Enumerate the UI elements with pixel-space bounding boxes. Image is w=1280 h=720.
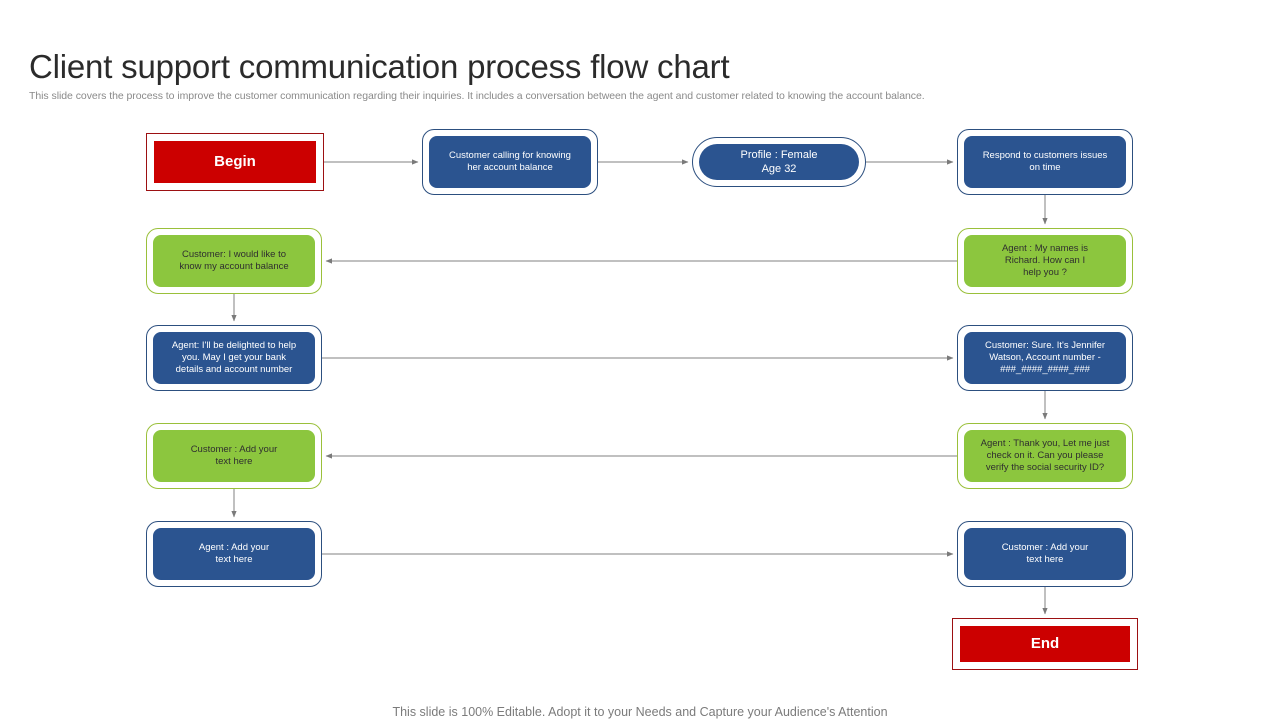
flow-node-begin[interactable]: Begin: [146, 133, 324, 191]
flow-node-agent-ask-details[interactable]: Agent: I'll be delighted to help you. Ma…: [146, 325, 322, 391]
flow-node-body-agent-intro: Agent : My names is Richard. How can I h…: [964, 235, 1126, 287]
flow-node-label-customer-balance-request: Customer: I would like to know my accoun…: [179, 248, 289, 272]
flow-node-label-customer-account-number: Customer: Sure. It's Jennifer Watson, Ac…: [984, 339, 1106, 376]
flow-node-respond-on-time[interactable]: Respond to customers issues on time: [957, 129, 1133, 195]
flow-node-body-begin: Begin: [154, 141, 316, 183]
flow-node-body-end: End: [960, 626, 1130, 662]
flow-node-label-customer-placeholder-1: Customer : Add your text here: [190, 443, 278, 467]
flow-node-body-profile: Profile : Female Age 32: [699, 144, 859, 180]
flow-node-customer-calling[interactable]: Customer calling for knowing her account…: [422, 129, 598, 195]
flow-node-body-customer-placeholder-1: Customer : Add your text here: [153, 430, 315, 482]
flow-node-body-agent-verify-ssid: Agent : Thank you, Let me just check on …: [964, 430, 1126, 482]
flow-node-label-respond-on-time: Respond to customers issues on time: [982, 149, 1108, 173]
slide-footer: This slide is 100% Editable. Adopt it to…: [392, 705, 888, 719]
flow-node-customer-account-number[interactable]: Customer: Sure. It's Jennifer Watson, Ac…: [957, 325, 1133, 391]
slide-description: This slide covers the process to improve…: [29, 89, 925, 102]
flow-node-body-agent-placeholder: Agent : Add your text here: [153, 528, 315, 580]
flow-node-label-agent-ask-details: Agent: I'll be delighted to help you. Ma…: [171, 339, 297, 376]
flow-node-customer-placeholder-2[interactable]: Customer : Add your text here: [957, 521, 1133, 587]
flow-node-label-agent-intro: Agent : My names is Richard. How can I h…: [1001, 242, 1089, 279]
flow-node-label-profile: Profile : Female Age 32: [740, 148, 818, 175]
flow-node-customer-placeholder-1[interactable]: Customer : Add your text here: [146, 423, 322, 489]
flow-node-label-begin: Begin: [214, 153, 256, 171]
flow-node-label-agent-placeholder: Agent : Add your text here: [198, 541, 270, 565]
flow-node-body-customer-calling: Customer calling for knowing her account…: [429, 136, 591, 188]
flow-node-agent-intro[interactable]: Agent : My names is Richard. How can I h…: [957, 228, 1133, 294]
flow-node-agent-placeholder[interactable]: Agent : Add your text here: [146, 521, 322, 587]
flow-node-label-end: End: [1030, 635, 1060, 653]
flow-node-label-customer-calling: Customer calling for knowing her account…: [449, 149, 571, 173]
flow-node-end[interactable]: End: [952, 618, 1138, 670]
flow-node-body-customer-placeholder-2: Customer : Add your text here: [964, 528, 1126, 580]
flow-node-customer-balance-request[interactable]: Customer: I would like to know my accoun…: [146, 228, 322, 294]
flow-node-body-respond-on-time: Respond to customers issues on time: [964, 136, 1126, 188]
flow-node-label-agent-verify-ssid: Agent : Thank you, Let me just check on …: [980, 437, 1110, 474]
flow-node-body-customer-balance-request: Customer: I would like to know my accoun…: [153, 235, 315, 287]
page-title: Client support communication process flo…: [29, 48, 730, 86]
flow-node-profile[interactable]: Profile : Female Age 32: [692, 137, 866, 187]
flow-node-body-customer-account-number: Customer: Sure. It's Jennifer Watson, Ac…: [964, 332, 1126, 384]
flow-node-body-agent-ask-details: Agent: I'll be delighted to help you. Ma…: [153, 332, 315, 384]
flow-node-agent-verify-ssid[interactable]: Agent : Thank you, Let me just check on …: [957, 423, 1133, 489]
flow-node-label-customer-placeholder-2: Customer : Add your text here: [1001, 541, 1089, 565]
